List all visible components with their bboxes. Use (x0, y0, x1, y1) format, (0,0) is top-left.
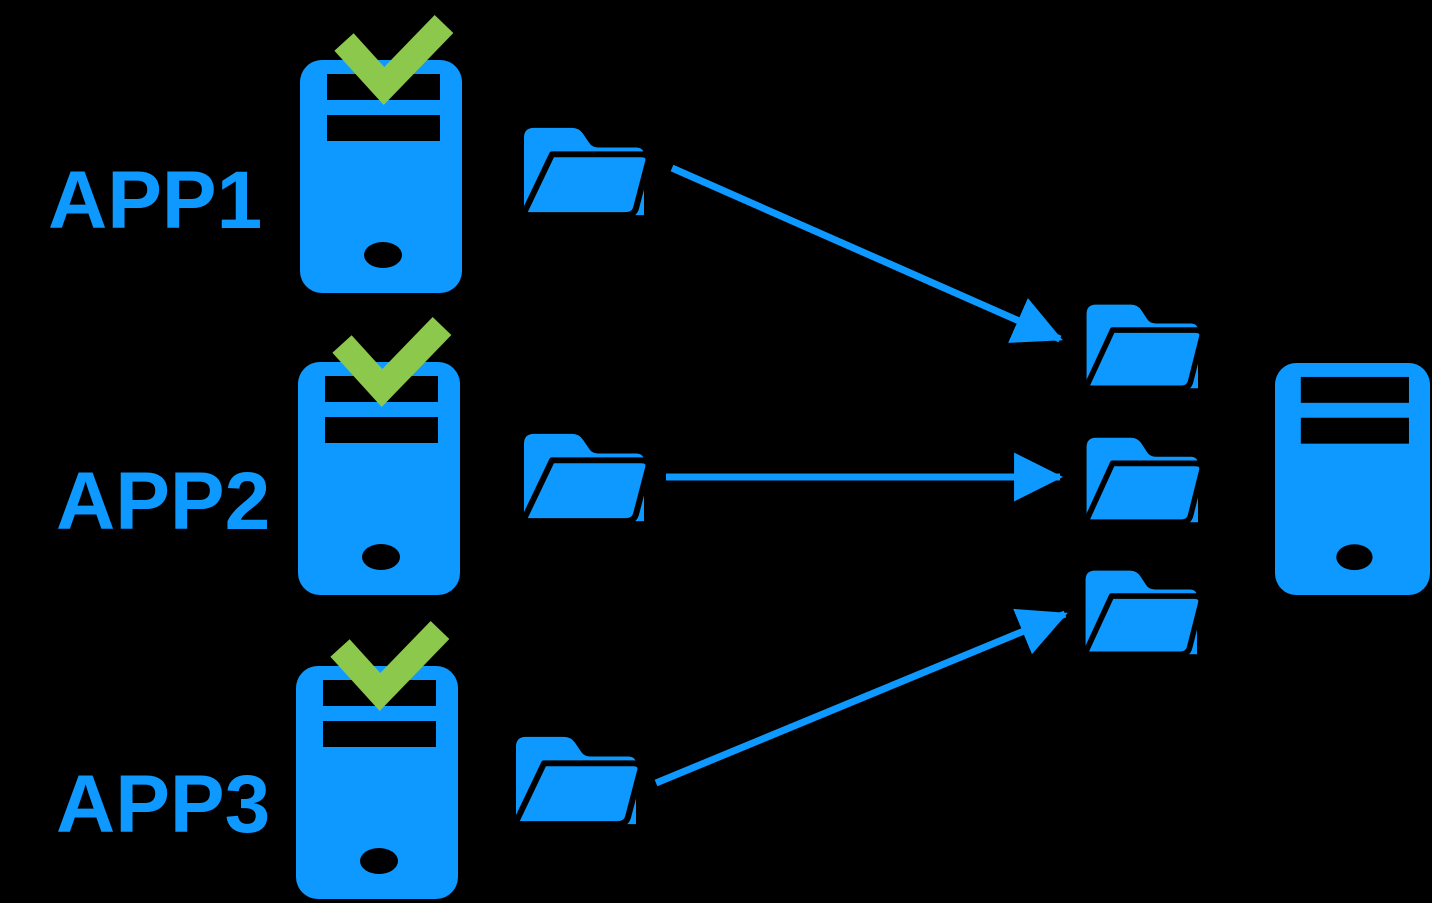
app1-label: APP1 (48, 155, 263, 246)
arrow-app3-to-central (654, 608, 1068, 787)
arrow-app1-to-central (670, 164, 1063, 343)
app2-label: APP2 (56, 456, 271, 547)
app3-label: APP3 (56, 759, 271, 850)
